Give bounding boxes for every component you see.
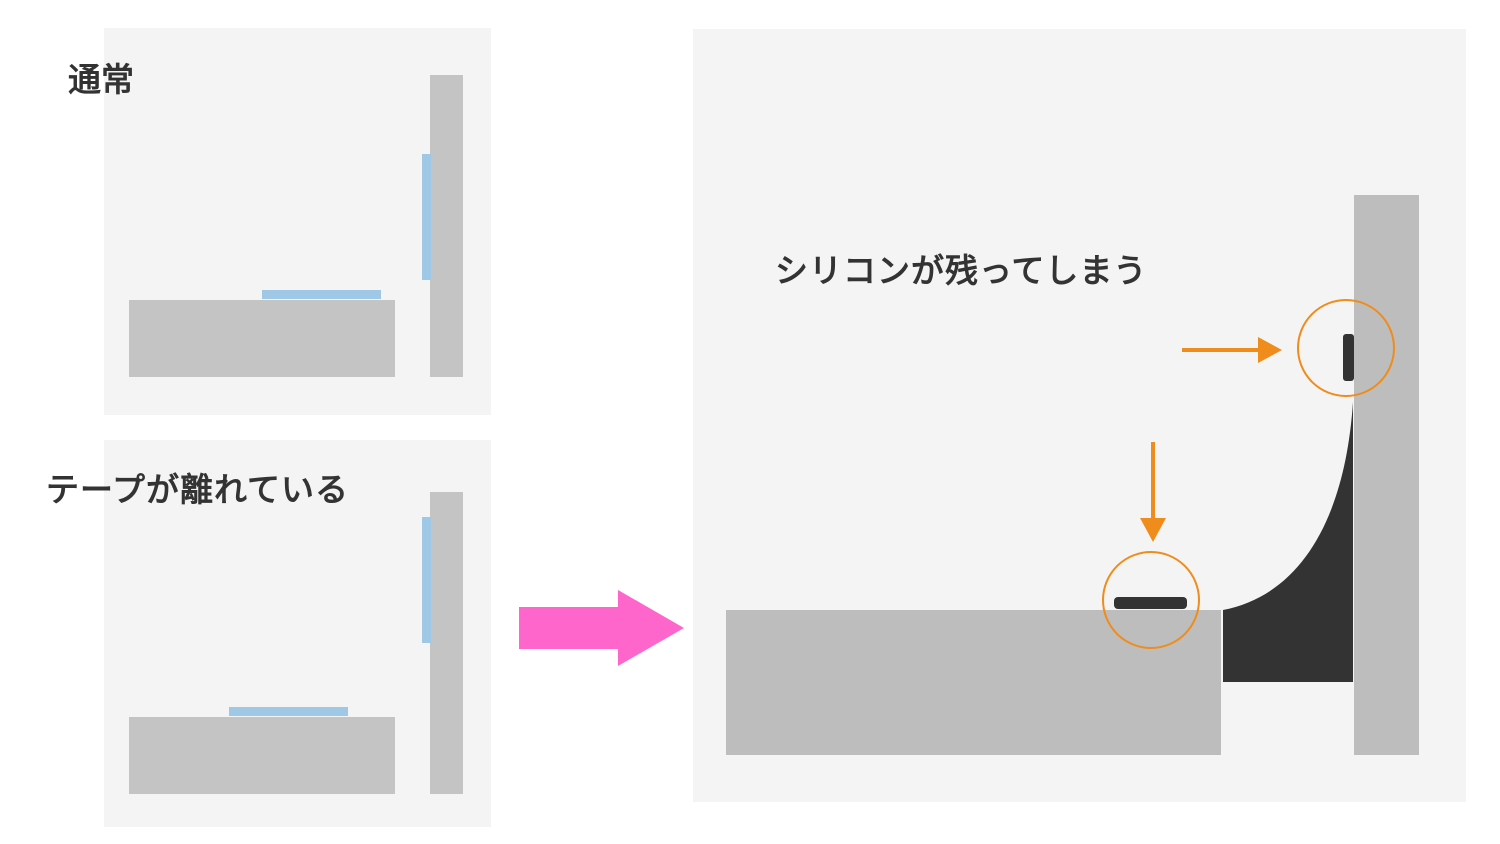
transition-arrow	[519, 590, 684, 666]
floor-board	[726, 610, 1221, 755]
floor-board	[129, 717, 395, 794]
label-detached: テープが離れている	[46, 470, 350, 509]
wall-board	[430, 75, 463, 377]
label-normal: 通常	[68, 60, 134, 99]
masking-tape-wall	[422, 517, 431, 643]
masking-tape-wall	[422, 154, 431, 280]
wall-board	[1354, 195, 1419, 755]
masking-tape-floor	[262, 290, 381, 299]
masking-tape-floor	[229, 707, 348, 716]
label-result: シリコンが残ってしまう	[775, 251, 1148, 290]
wall-board	[430, 492, 463, 794]
floor-board	[129, 300, 395, 377]
